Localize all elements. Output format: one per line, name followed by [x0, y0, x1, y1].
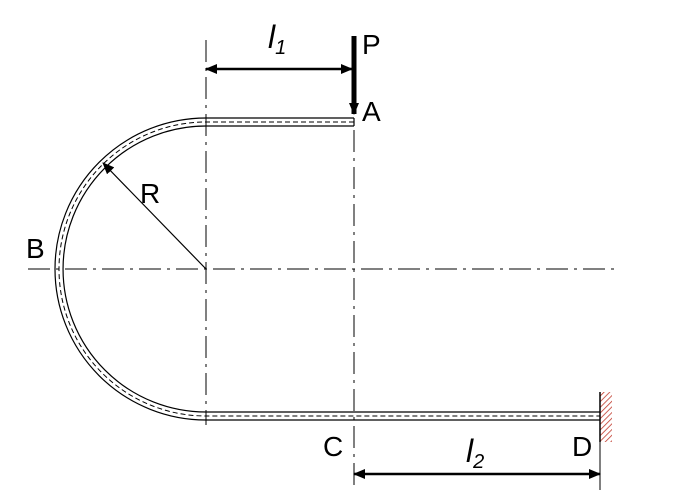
label-l1-sub: 1 [275, 37, 286, 59]
fixed-support [599, 392, 612, 442]
label-l2: l2 [466, 433, 484, 473]
label-d: D [572, 431, 592, 462]
label-b: B [26, 233, 45, 264]
pipe-center-dashed [58, 121, 600, 417]
label-p: P [362, 29, 381, 60]
radius-arrow [102, 162, 207, 270]
label-c: C [323, 431, 343, 462]
label-a: A [362, 96, 381, 127]
label-l2-main: l [466, 433, 474, 469]
label-l1: l1 [268, 19, 286, 59]
centerlines [28, 40, 620, 490]
pipe-inner-wall [62, 125, 600, 413]
label-l1-main: l [268, 19, 276, 55]
pipe-outer-wall [54, 117, 600, 421]
label-r: R [140, 178, 160, 209]
wall-hatch [600, 392, 612, 442]
label-l2-sub: 2 [472, 451, 484, 473]
pipe-beam [54, 117, 600, 421]
